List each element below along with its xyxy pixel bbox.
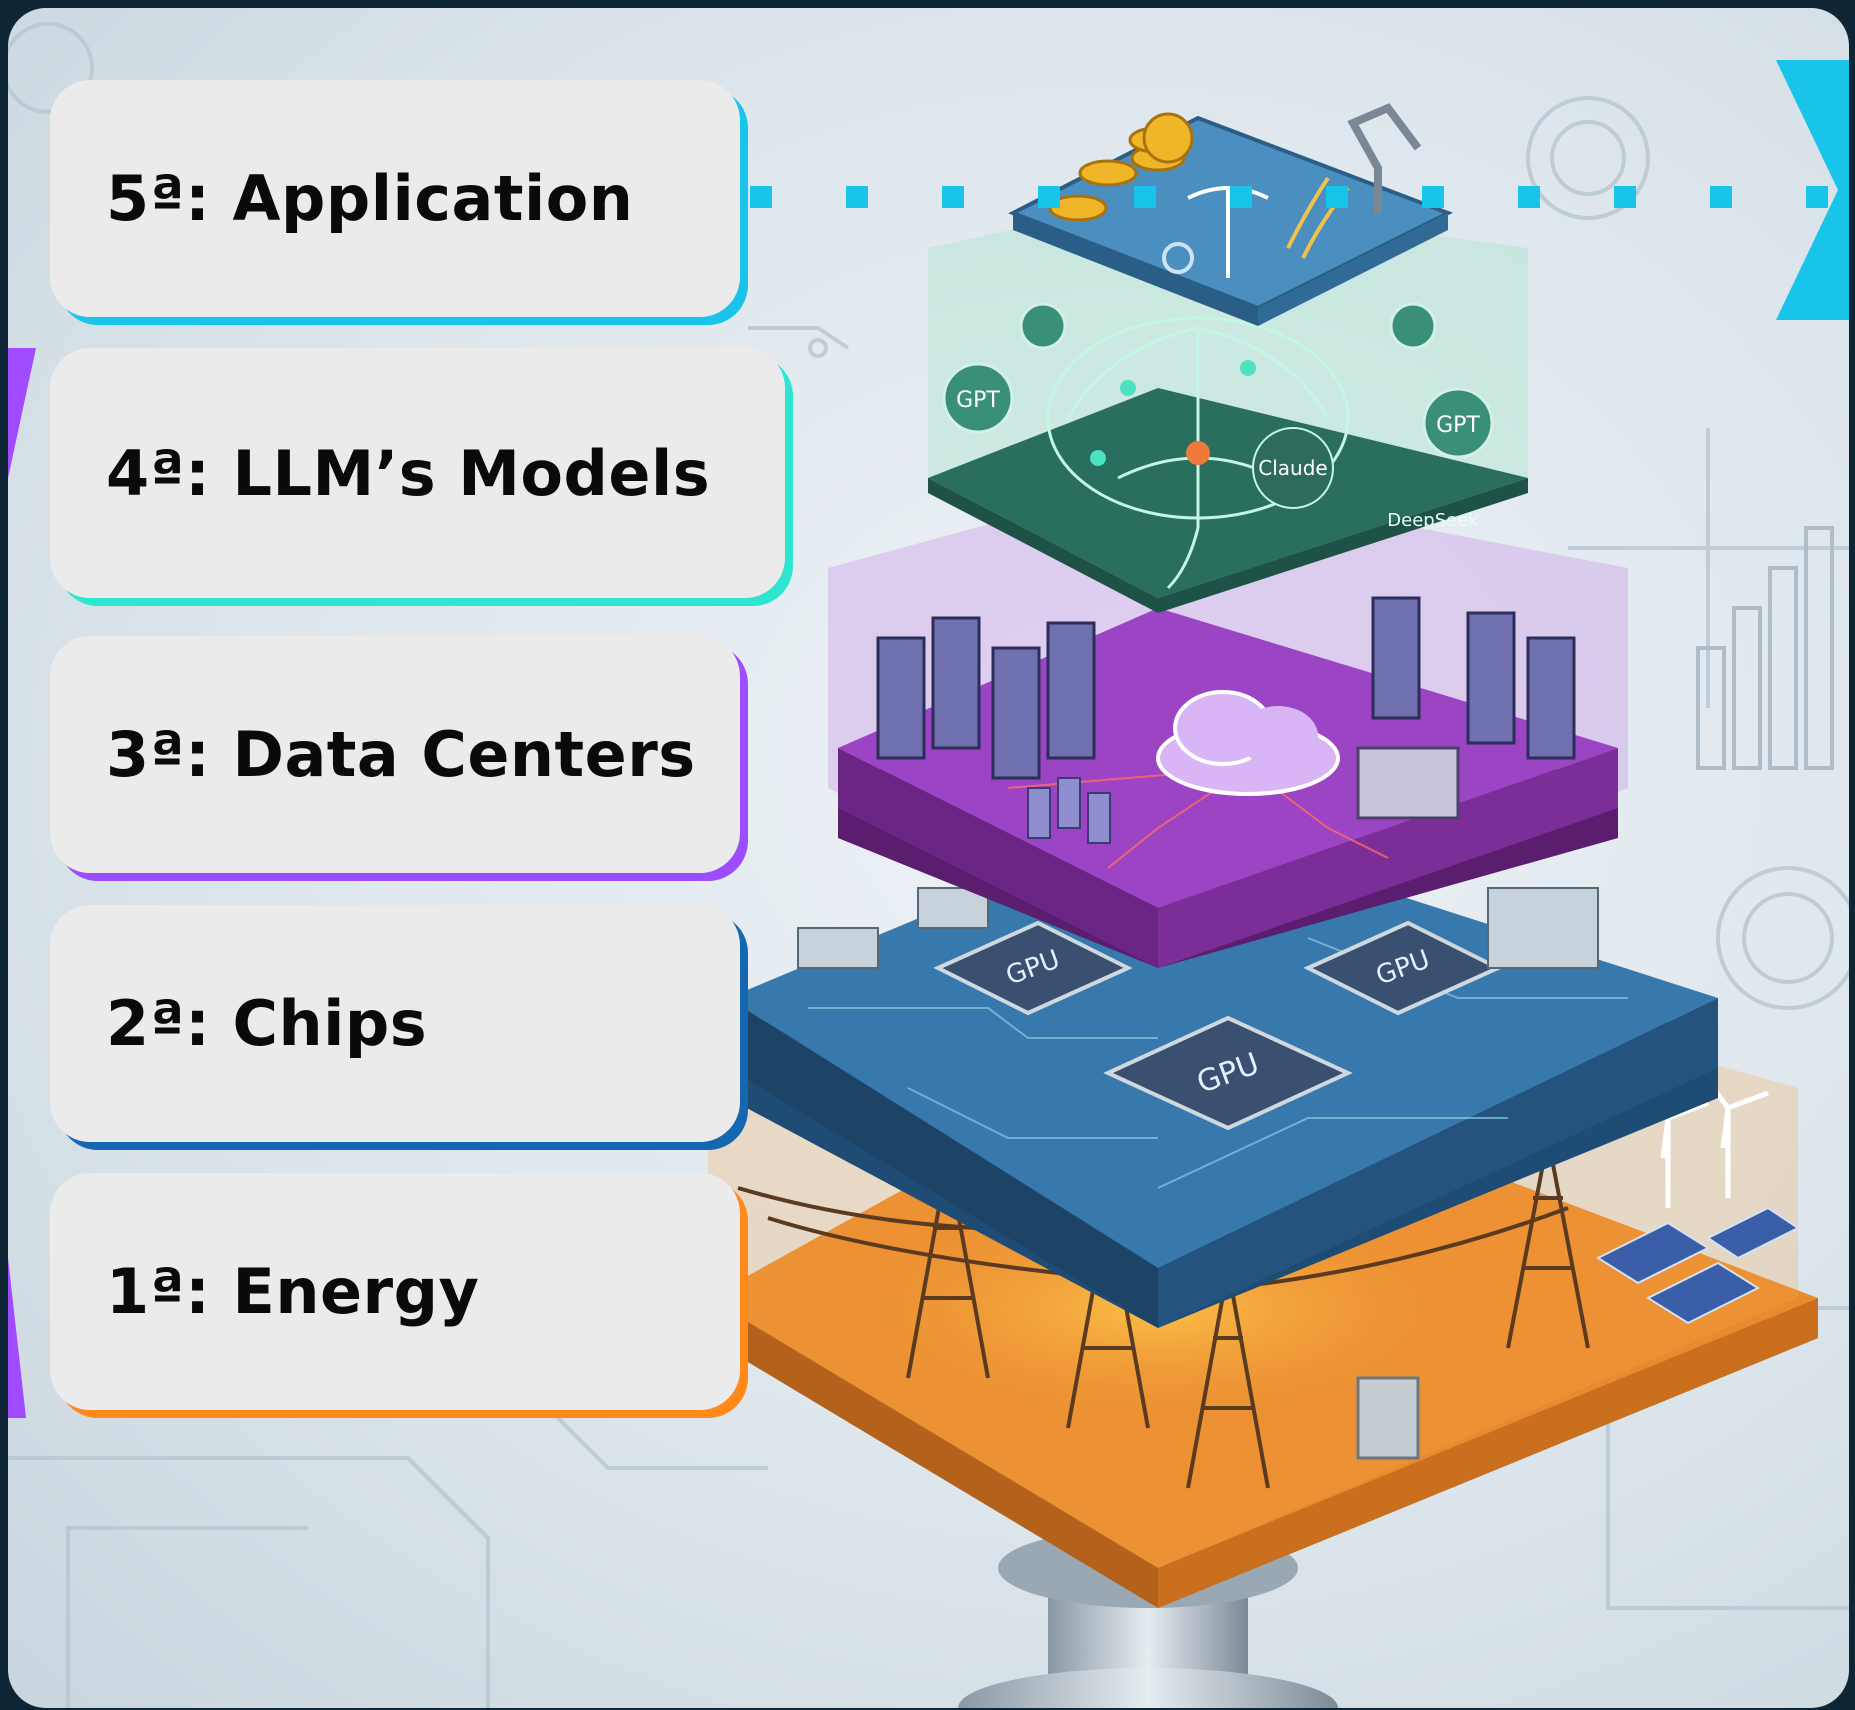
caduceus-icon [1187,186,1269,278]
gpu-chip-right: GPU [1303,920,1503,1016]
layer-label-llm-models: 4ª: LLM’s Models [106,436,711,510]
robot-arm-icon [1347,103,1422,213]
background-bar-chart [1696,526,1834,770]
right-cyan-chevron [1776,60,1849,320]
gear-icon [1162,242,1194,274]
cloud-icon [1156,690,1340,796]
gpt-label-right: GPT [1436,413,1480,438]
openai-node-left [1019,302,1067,350]
layer-label-data-centers: 3ª: Data Centers [106,718,696,791]
layer-label-application: 5ª: Application [106,162,634,235]
gpu-chip-left: GPU [933,920,1133,1016]
gpt-node-left: GPT [942,362,1014,434]
claude-label: Claude [1258,456,1327,480]
layer-label-energy: 1ª: Energy [106,1255,480,1328]
datacenter-layer [828,478,1628,968]
deepseek-label: DeepSeek [1387,510,1479,531]
llm-layer: GPT GPT Claude DeepSeek [928,198,1528,613]
claude-node: Claude [1252,427,1334,509]
layer-label-chips: 2ª: Chips [106,987,428,1060]
left-purple-accent-bottom [8,1258,26,1418]
layer-card-chips: 2ª: Chips [50,905,740,1142]
chips-layer: GPU GPU GPU [728,818,1718,1328]
gpt-label-left: GPT [956,388,1000,413]
openai-node-right [1389,302,1437,350]
diagram-panel: GPU GPU GPU [8,8,1849,1708]
layer-card-data-centers: 3ª: Data Centers [50,636,740,873]
brain-network-icon [1046,316,1350,590]
dotted-connector [750,186,1828,208]
gpt-node-right: GPT [1422,387,1494,459]
coins-icon [1048,112,1194,222]
layer-card-llm-models: 4ª: LLM’s Models [50,348,785,598]
application-layer [1008,103,1453,326]
ai-stack-illustration: GPU GPU GPU [8,22,1849,1708]
layer-card-application: 5ª: Application [50,80,740,317]
gpu-chip-center: GPU [1103,1015,1353,1131]
layer-card-energy: 1ª: Energy [50,1173,740,1410]
left-purple-accent [8,348,36,478]
